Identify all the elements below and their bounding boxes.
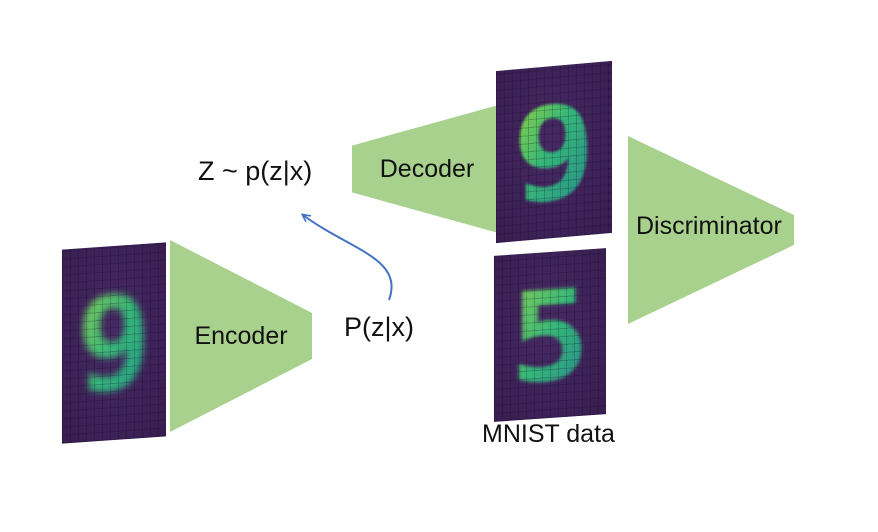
encoder-input-image: 9 — [62, 242, 166, 444]
decoder-label: Decoder — [379, 154, 475, 183]
mnist-digit-art: 9 — [512, 75, 596, 233]
posterior-label: P(z|x) — [344, 312, 415, 342]
encoder-label: Encoder — [194, 321, 288, 350]
discriminator-label: Discriminator — [636, 212, 782, 240]
mnist-digit-art: 5 — [510, 262, 591, 413]
decoder-output-image: 9 — [496, 60, 612, 244]
encoder-block: Encoder — [170, 240, 312, 432]
digit-glyph: 9 — [512, 75, 596, 233]
sampling-arrow-path — [303, 215, 393, 301]
digit-glyph: 9 — [76, 267, 151, 423]
digit-glyph: 5 — [510, 262, 591, 413]
decoder-block: Decoder — [352, 104, 502, 234]
mnist-sample-image: 5 — [494, 248, 606, 422]
latent-sample-label: Z ~ p(z|x) — [198, 156, 313, 186]
mnist-data-caption: MNIST data — [482, 420, 615, 448]
mnist-digit-art: 9 — [76, 267, 151, 423]
